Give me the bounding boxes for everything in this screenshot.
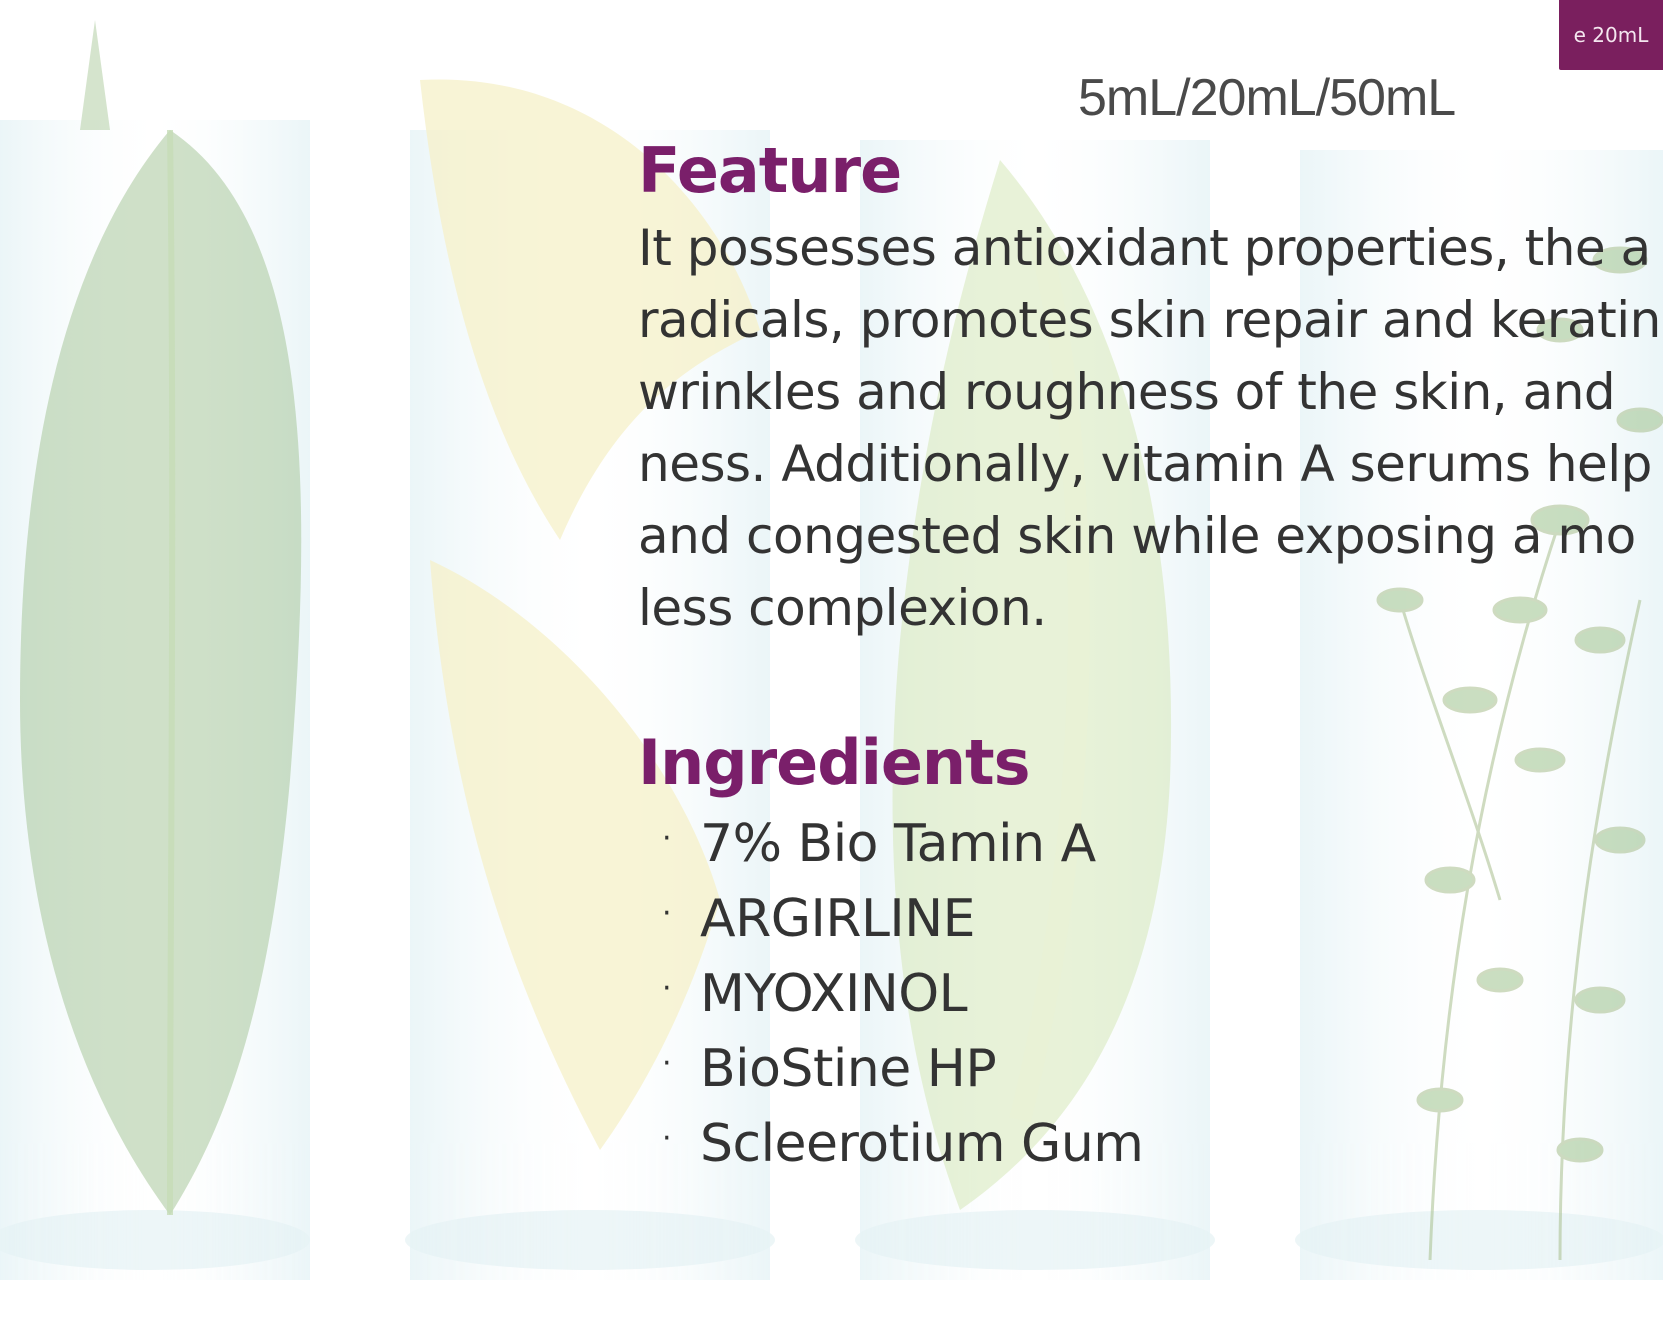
bullet-icon: · bbox=[662, 896, 672, 931]
feature-line: radicals, promotes skin repair and kerat… bbox=[638, 291, 1661, 349]
list-item: · Scleerotium Gum bbox=[662, 1108, 1663, 1183]
leaf-icon bbox=[20, 130, 302, 1215]
feature-heading: Feature bbox=[638, 134, 902, 207]
ingredient-name: MYOXINOL bbox=[700, 964, 968, 1024]
bullet-icon: · bbox=[662, 1046, 672, 1081]
feature-line: and congested skin while exposing a mo bbox=[638, 507, 1636, 565]
lemon-slice-icon bbox=[420, 79, 760, 540]
feature-line: less complexion. bbox=[638, 579, 1047, 637]
feature-line: ness. Additionally, vitamin A serums hel… bbox=[638, 435, 1652, 493]
ingredient-name: ARGIRLINE bbox=[700, 889, 976, 949]
ingredient-name: 7% Bio Tamin A bbox=[700, 814, 1096, 874]
ingredient-list: · 7% Bio Tamin A · ARGIRLINE · MYOXINOL · Bi… bbox=[638, 808, 1663, 1183]
feature-line: It possesses antioxidant properties, the… bbox=[638, 219, 1651, 277]
list-item: · MYOXINOL bbox=[662, 958, 1663, 1033]
list-item: · BioStine HP bbox=[662, 1033, 1663, 1108]
cucumber-icon bbox=[892, 160, 1172, 1210]
bullet-icon: · bbox=[662, 971, 672, 1006]
ingredient-name: Scleerotium Gum bbox=[700, 1114, 1144, 1174]
feature-description: It possesses antioxidant properties, the… bbox=[638, 212, 1663, 644]
glass-4 bbox=[1295, 150, 1663, 1280]
size-tag-badge: e 20mL bbox=[1559, 0, 1663, 70]
available-sizes-text: 5mL/20mL/50mL bbox=[1078, 69, 1456, 127]
bullet-icon: · bbox=[662, 821, 672, 856]
bullet-icon: · bbox=[662, 1121, 672, 1156]
product-info-section: Feature It possesses antioxidant propert… bbox=[638, 140, 1663, 1183]
ingredients-heading: Ingredients bbox=[638, 726, 1031, 799]
list-item: · ARGIRLINE bbox=[662, 883, 1663, 958]
ingredient-name: BioStine HP bbox=[700, 1039, 997, 1099]
list-item: · 7% Bio Tamin A bbox=[662, 808, 1663, 883]
feature-line: wrinkles and roughness of the skin, and bbox=[638, 363, 1616, 421]
herb-sprig-icon bbox=[1376, 246, 1663, 1261]
